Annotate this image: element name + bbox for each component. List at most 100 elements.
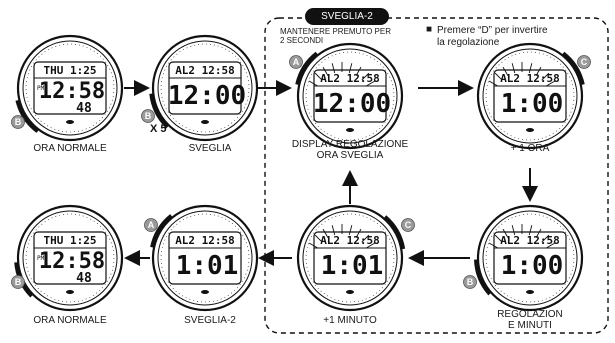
svg-text:A: A <box>293 57 300 67</box>
button-c-badge: C <box>577 55 591 69</box>
label-w5-line-1: REGOLAZION <box>497 309 563 320</box>
svg-text:B: B <box>15 117 22 127</box>
svg-text:B: B <box>467 277 474 287</box>
brand-mark-icon <box>66 290 74 294</box>
label-w8: ORA NORMALE <box>33 315 107 326</box>
lcd-top-row: THU 1:25 <box>44 64 97 77</box>
button-a-badge: A <box>289 55 303 69</box>
brand-mark-icon <box>66 120 74 124</box>
svg-text:B: B <box>145 111 152 121</box>
lcd-top-row: AL2 12:58 <box>500 234 560 247</box>
brand-mark-icon <box>201 120 209 124</box>
lcd-top-row: AL2 12:58 <box>320 234 380 247</box>
lcd-screen <box>168 61 242 115</box>
watch-bezel <box>22 40 118 136</box>
button-press-arc <box>561 51 585 86</box>
svg-text:C: C <box>581 57 588 67</box>
lcd-main-time: 1:00 <box>501 89 564 119</box>
flashing-rays <box>488 224 556 249</box>
button-press-arc <box>474 259 492 296</box>
alarm-setting-region <box>264 17 609 334</box>
button-press-arc <box>150 214 173 248</box>
lcd-top-row: AL2 12:58 <box>500 72 560 85</box>
lcd-main-time: 1:01 <box>321 251 384 281</box>
hold-note-line-1: MANTENERE PREMUTO PER <box>280 27 391 36</box>
lcd-top-row: THU 1:25 <box>44 234 97 247</box>
watch-7: AL2 12:58 1:01 A <box>144 204 259 312</box>
watch-bezel <box>302 210 398 306</box>
lcd-main-time: 12:00 <box>313 89 391 119</box>
button-press-arc <box>15 99 39 133</box>
label-w2: SVEGLIA <box>188 143 232 154</box>
lcd-main-time: 12:58 <box>39 79 105 104</box>
flashing-rays <box>308 62 376 87</box>
watch-ticks <box>485 213 575 303</box>
svg-text:B: B <box>15 277 22 287</box>
flashing-rays <box>488 62 556 87</box>
watch-ticks <box>25 43 115 133</box>
lcd-top-row: AL2 12:58 <box>175 64 235 77</box>
brand-mark-icon <box>201 290 209 294</box>
lcd-seconds: 48 <box>76 271 92 286</box>
press-note-line-2: la regolazione <box>437 37 500 48</box>
watch-bezel <box>22 210 118 306</box>
watch-bezel <box>157 40 253 136</box>
label-w6: +1 MINUTO <box>323 315 377 326</box>
lcd-main-time: 12:58 <box>39 249 105 274</box>
button-b-badge: B <box>11 275 25 289</box>
svg-text:C: C <box>405 220 412 230</box>
lcd-main-time: 12:00 <box>168 81 246 111</box>
watch-2: AL2 12:58 12:00B <box>141 34 259 142</box>
button-c-badge: C <box>401 218 415 232</box>
watch-ticks <box>305 51 395 141</box>
watch-bezel <box>157 210 253 306</box>
lcd-seconds: 48 <box>76 101 92 116</box>
press-note-bullet: ■ <box>426 24 433 35</box>
label-w1: ORA NORMALE <box>33 143 107 154</box>
watch-3: AL2 12:58 12:00 A <box>289 42 404 150</box>
watch-6: AL2 12:58 1:01 C <box>296 204 415 312</box>
press-note-line-1: Premere “D” per invertire <box>437 25 548 36</box>
label-w5-line-2: E MINUTI <box>508 320 552 331</box>
button-b-badge: B <box>463 275 477 289</box>
lcd-top-row: AL2 12:58 <box>175 234 235 247</box>
watch-bezel <box>302 48 398 144</box>
brand-mark-icon <box>346 290 354 294</box>
flashing-rays <box>308 224 376 249</box>
lcd-screen <box>168 231 242 285</box>
label-w7: SVEGLIA-2 <box>184 315 236 326</box>
pm-indicator: PM <box>37 255 45 262</box>
lcd-main-time: 1:00 <box>501 251 564 281</box>
lcd-main-time: 1:01 <box>176 251 239 281</box>
watch-ticks <box>160 43 250 133</box>
watch-5: AL2 12:58 1:00B <box>463 204 584 312</box>
label-w3-line-2: ORA SVEGLIA <box>316 150 384 161</box>
button-b-badge: B <box>141 109 155 123</box>
watch-4: AL2 12:58 1:00 C <box>476 42 591 150</box>
button-b-badge: B <box>11 115 25 129</box>
label-w4: + 1 ORA <box>510 143 550 154</box>
pm-indicator: PM <box>37 85 45 92</box>
watch-bezel <box>482 210 578 306</box>
brand-mark-icon <box>346 128 354 132</box>
brand-mark-icon <box>526 128 534 132</box>
button-a-badge: A <box>144 218 158 232</box>
lcd-screen <box>33 61 107 115</box>
watch-ticks <box>160 213 250 303</box>
lcd-top-row: AL2 12:58 <box>320 72 380 85</box>
brand-mark-icon <box>526 290 534 294</box>
button-press-arc <box>149 93 170 129</box>
label-w3-line-1: DISPLAY REGOLAZIONE <box>291 139 409 150</box>
watch-ticks <box>25 213 115 303</box>
lcd-screen <box>33 231 107 285</box>
button-press-arc <box>383 215 406 250</box>
section-tag: SVEGLIA-2 <box>305 8 389 25</box>
button-press-arc <box>295 51 319 86</box>
watch-ticks <box>485 51 575 141</box>
watch-bezel <box>482 48 578 144</box>
hold-note-line-2: 2 SECONDI <box>280 36 324 45</box>
press-count-label: X 5 <box>150 123 167 135</box>
